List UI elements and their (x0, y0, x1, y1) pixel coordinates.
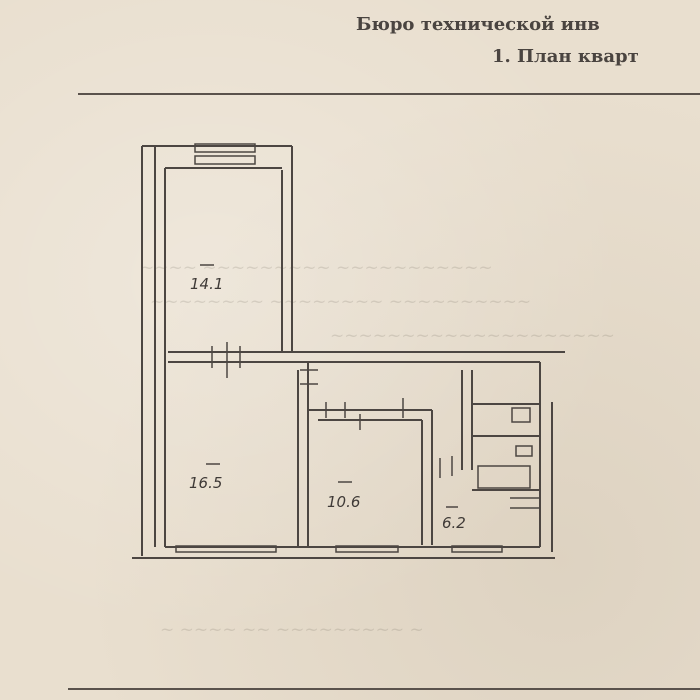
room-area-label-10-6: 10.6 (327, 493, 360, 511)
door-marks (211, 342, 540, 509)
bleed-through-text: ~~~~~~~~~~~~~~~~~~~~ (330, 326, 615, 346)
top-divider-rule (78, 93, 700, 95)
bottom-divider-rule (68, 688, 700, 690)
window-bottom-left (175, 545, 277, 553)
partition-walls (297, 362, 540, 547)
outer-walls (132, 145, 565, 559)
bleed-through-text: ~~~~~~~~ ~~~~~~~~ ~~~~~~~~~~ (150, 292, 532, 312)
header-title-line-1: Бюро технической инв (356, 14, 600, 35)
room-area-label-6-2: 6.2 (442, 514, 466, 532)
header-title-line-2: 1. План кварт (492, 46, 639, 67)
sink-icon (515, 445, 533, 457)
window-bottom-middle (335, 545, 399, 553)
window-bottom-right (451, 545, 503, 553)
bleed-through-text: ~ ~~~~ ~~ ~~~~~~~~~ ~ (160, 620, 424, 640)
bathtub-icon (477, 465, 531, 489)
bleed-through-text: ~~~~ ~~~~~~~~~ ~~~~~~~~~~~ (140, 258, 493, 278)
room-area-label-16-5: 16.5 (189, 474, 222, 492)
window-top (194, 143, 256, 165)
toilet-icon (511, 407, 531, 423)
room-area-label-14-1: 14.1 (190, 275, 223, 293)
